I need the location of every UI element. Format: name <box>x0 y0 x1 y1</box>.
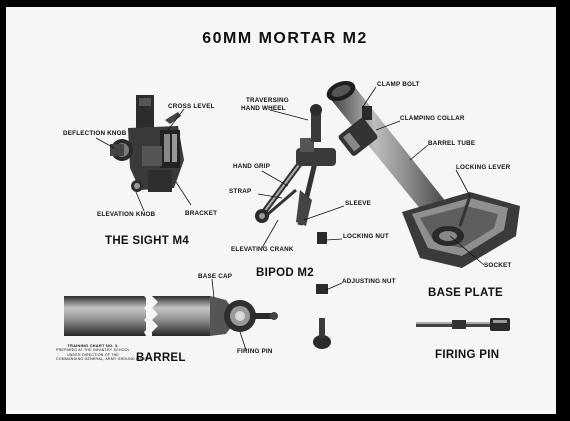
barrel-label: BARREL <box>136 352 186 364</box>
firing-pin-callout: FIRING PIN <box>237 348 273 355</box>
mortar-tube-illustration <box>326 80 462 238</box>
footer-line-1: PREPARED AT THE INFANTRY SCHOOL <box>56 348 130 353</box>
base-cap-callout: BASE CAP <box>198 273 233 280</box>
bipod-m2-illustration <box>255 104 336 349</box>
firing-pin-illustration <box>416 318 510 331</box>
footer-line-2: UNDER DIRECTION OF THE <box>66 352 120 357</box>
traversing-callout: TRAVERSING <box>246 97 289 104</box>
socket-callout: SOCKET <box>484 262 512 269</box>
locking-nut-callout: LOCKING NUT <box>343 233 389 240</box>
footer-line-3: COMMANDING GENERAL, ARMY GROUND FORCES <box>56 357 153 362</box>
adjusting-nut-callout: ADJUSTING NUT <box>342 278 396 285</box>
locking-lever-callout: LOCKING LEVER <box>456 164 511 171</box>
hand-grip-callout: HAND GRIP <box>233 163 271 170</box>
base-plate-label: BASE PLATE <box>428 287 503 299</box>
cross-level-callout: CROSS LEVEL <box>168 103 215 110</box>
sight-m4-label: THE SIGHT M4 <box>105 235 190 247</box>
bipod-m2-label: BIPOD M2 <box>256 267 314 279</box>
callout-leader-lines <box>95 86 485 351</box>
hand-wheel-callout: HAND WHEEL <box>241 105 286 112</box>
chart-title: 60MM MORTAR M2 <box>202 30 368 47</box>
elevating-crank-callout: ELEVATING CRANK <box>231 246 294 253</box>
deflection-knob-callout: DEFLECTION KNOB <box>63 130 127 137</box>
firing-pin-label: FIRING PIN <box>435 349 500 361</box>
barrel-detail-illustration <box>64 296 278 336</box>
strap-callout: STRAP <box>229 188 252 195</box>
sight-m4-illustration <box>110 95 184 192</box>
clamping-collar-callout: CLAMPING COLLAR <box>400 115 465 122</box>
sleeve-callout: SLEEVE <box>345 200 372 207</box>
barrel-tube-callout: BARREL TUBE <box>428 140 476 147</box>
training-chart-number: TRAINING CHART NO. 3. <box>67 343 119 348</box>
clamp-bolt-callout: CLAMP BOLT <box>377 81 420 88</box>
base-plate-illustration <box>402 192 520 268</box>
elevation-knob-callout: ELEVATION KNOB <box>97 211 156 218</box>
footer-credit: TRAINING CHART NO. 3. PREPARED AT THE IN… <box>56 343 153 362</box>
bracket-callout: BRACKET <box>185 210 218 217</box>
